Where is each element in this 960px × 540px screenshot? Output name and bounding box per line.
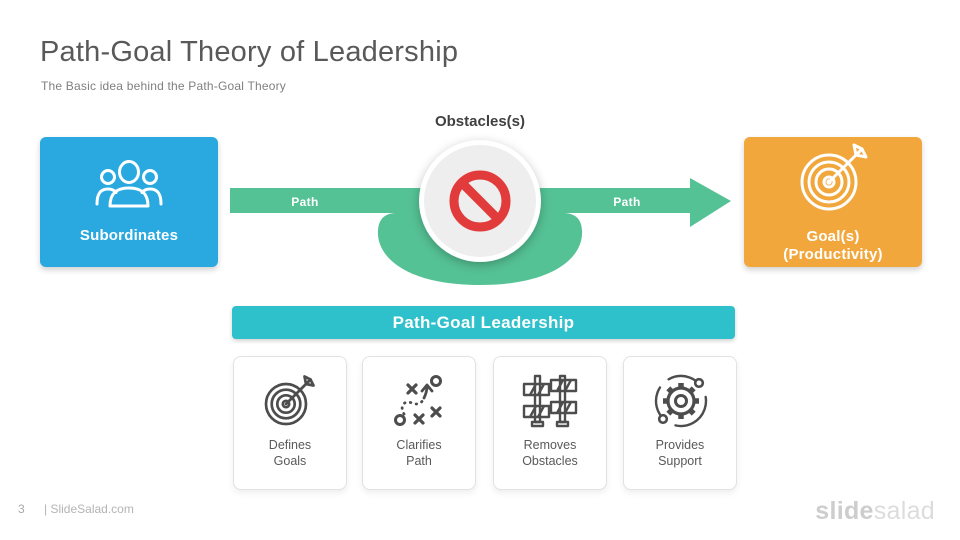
card-label-line2: Obstacles (522, 454, 578, 468)
page-subtitle: The Basic idea behind the Path-Goal Theo… (41, 79, 286, 93)
card-provides-support: Provides Support (623, 356, 737, 490)
path-label-left: Path (291, 195, 319, 209)
no-entry-icon (449, 170, 511, 232)
card-label-line2: Goals (273, 454, 307, 468)
card-label-line1: Removes (523, 438, 577, 452)
gear-icon (650, 371, 710, 429)
subordinates-box: Subordinates (40, 137, 218, 267)
card-defines-goals: Defines Goals (233, 356, 347, 490)
path-label-right: Path (613, 195, 641, 209)
slidesalad-logo: slidesalad (815, 497, 935, 526)
people-group-icon (95, 159, 163, 219)
card-label-line2: Support (658, 454, 702, 468)
target-icon (262, 371, 318, 429)
barrier-icon (521, 371, 579, 429)
goal-label: Goal(s) (Productivity) (783, 228, 882, 264)
page-number: 3 (18, 502, 25, 516)
card-label-line1: Provides (655, 438, 705, 452)
path-arrow-graphic (230, 140, 731, 285)
logo-light-part: salad (873, 497, 935, 525)
card-label: Provides Support (656, 437, 705, 469)
card-removes-obstacles: Removes Obstacles (493, 356, 607, 490)
goal-label-line2: (Productivity) (783, 245, 883, 263)
goal-label-line1: Goal(s) (806, 227, 860, 245)
logo-bold-part: slide (815, 497, 874, 525)
card-clarifies-path: Clarifies Path (362, 356, 476, 490)
page-title: Path-Goal Theory of Leadership (40, 36, 459, 68)
site-reference: | SlideSalad.com (44, 502, 134, 516)
strategy-icon (391, 371, 447, 429)
subordinates-label: Subordinates (79, 226, 179, 244)
card-label-line1: Clarifies (396, 438, 442, 452)
banner-label: Path-Goal Leadership (392, 312, 575, 332)
card-label-line1: Defines (268, 438, 312, 452)
path-goal-leadership-banner: Path-Goal Leadership (232, 306, 735, 339)
goal-box: Goal(s) (Productivity) (744, 137, 922, 267)
card-label-line2: Path (406, 454, 432, 468)
goal-target-icon (796, 141, 870, 220)
card-label: Defines Goals (269, 437, 311, 469)
card-label: Clarifies Path (396, 437, 441, 469)
card-label: Removes Obstacles (522, 437, 578, 469)
obstacles-label: Obstacles(s) (434, 113, 526, 130)
